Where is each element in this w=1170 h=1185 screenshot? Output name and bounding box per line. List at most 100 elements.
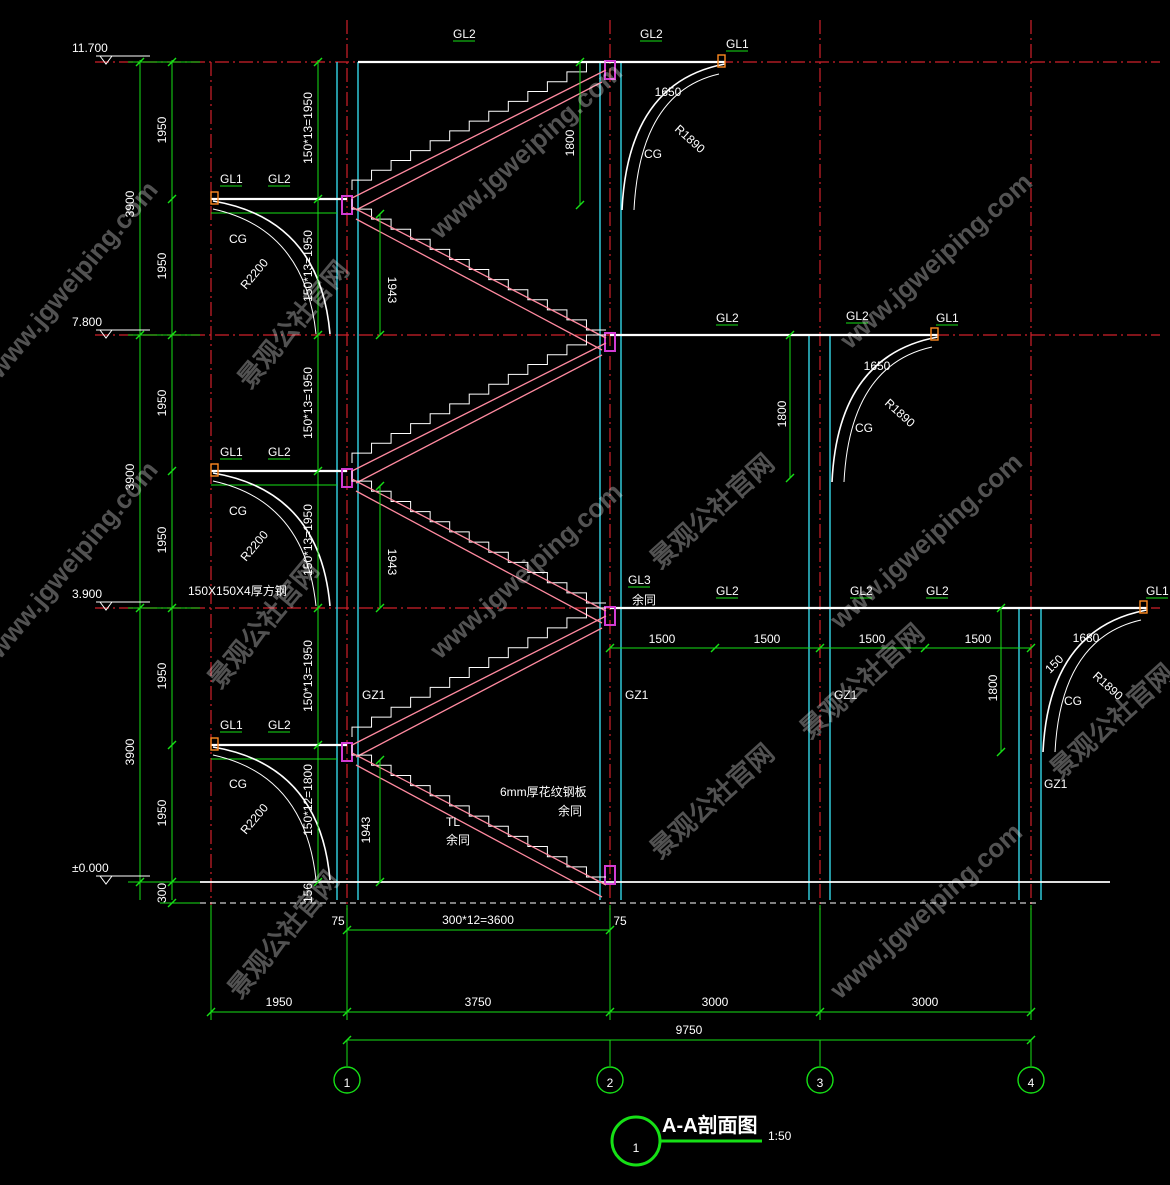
stringer-top (351, 478, 607, 612)
tube-note: 150X150X4厚方钢 (188, 583, 287, 598)
base-dim: 156 (301, 883, 315, 903)
canopy-arc-right (621, 63, 726, 211)
arc-dim: 1800 (986, 674, 1000, 701)
stair-steps (351, 61, 606, 190)
elevation-label: 7.800 (72, 315, 102, 329)
dim-tick (313, 877, 323, 887)
dim-tick (167, 194, 177, 204)
joint-plate (604, 865, 616, 885)
member-label-gl2: GL2 (926, 584, 949, 598)
stringer-bottom (355, 354, 603, 484)
grid-bubble (1017, 1066, 1045, 1094)
member-label-cg: CG (1064, 694, 1082, 708)
dim-tick (996, 603, 1006, 613)
canopy-arc-left-inner (212, 208, 317, 335)
arc-dim: 1680 (1073, 631, 1100, 645)
member-label-gl1: GL1 (220, 718, 243, 732)
story-height: 3900 (123, 190, 137, 217)
member-label-cg: CG (855, 421, 873, 435)
offset-dim: 75 (613, 914, 627, 928)
member-label-gl2: GL2 (268, 445, 291, 459)
stringer-top (351, 615, 607, 746)
dim-tick (313, 194, 323, 204)
dim-tick (313, 466, 323, 476)
member-label-gz1: GZ1 (1044, 777, 1068, 791)
grid-label-2: 2 (607, 1076, 614, 1090)
span-dim: 1950 (266, 995, 293, 1009)
member-label-gl1: GL1 (936, 311, 959, 325)
elev-triangle (99, 875, 113, 885)
watermark: 景观公社官网 (644, 738, 780, 865)
yutong-note: 余同 (558, 803, 582, 818)
riser-dim: 150*13=1950 (301, 230, 315, 302)
dim-tick (375, 330, 385, 340)
riser-dim: 150*12=1800 (301, 764, 315, 836)
member-label-gl2: GL2 (846, 309, 869, 323)
member-label-gl2: GL2 (268, 718, 291, 732)
beam-end-cap (717, 54, 726, 68)
member-label-gl1: GL1 (220, 445, 243, 459)
member-label-gl2: GL2 (716, 584, 739, 598)
arc-dim: 1943 (359, 816, 373, 843)
stringer-bottom (355, 764, 603, 898)
dim-tick (785, 473, 795, 483)
riser-dim: 150*13=1950 (301, 640, 315, 712)
half-flight-dim: 1950 (155, 662, 169, 689)
half-flight-dim: 1950 (155, 526, 169, 553)
bay-dim: 1500 (649, 632, 676, 646)
dim-tick (167, 740, 177, 750)
stringer-top (351, 752, 607, 886)
dim-tick (313, 603, 323, 613)
arc-dim: 1943 (385, 549, 399, 576)
bay-dim: 1500 (965, 632, 992, 646)
dim-tick (575, 57, 585, 67)
canopy-arc-left (212, 200, 331, 335)
canopy-arc-right-inner (1054, 619, 1142, 753)
dim-tick (815, 643, 825, 653)
stringer-bottom (355, 81, 603, 211)
grid-bubble (806, 1066, 834, 1094)
yutong-note: 余同 (446, 832, 470, 847)
dim-tick (375, 603, 385, 613)
half-flight-dim: 1950 (155, 799, 169, 826)
dim-tick (920, 643, 930, 653)
radius-label: R1890 (672, 122, 708, 156)
grid-label-3: 3 (817, 1076, 824, 1090)
dim-tick (313, 57, 323, 67)
dim-tick (575, 200, 585, 210)
tread-run-dim: 300*12=3600 (442, 913, 514, 927)
dimension-lines (96, 55, 1045, 1094)
span-dim: 3000 (912, 995, 939, 1009)
beam-end-cap (930, 327, 939, 341)
elevation-label: 3.900 (72, 587, 102, 601)
title-number: 1 (633, 1141, 640, 1155)
member-label-cg: CG (229, 232, 247, 246)
member-label-gl3: GL3 (628, 573, 651, 587)
canopy-arc-right-inner (843, 346, 933, 483)
member-label-gl2: GL2 (268, 172, 291, 186)
stair-steps (351, 334, 606, 463)
dim-tick (375, 209, 385, 219)
arc-dim: 1800 (775, 400, 789, 427)
dim-tick (996, 747, 1006, 757)
member-label-cg: CG (229, 777, 247, 791)
total-dim: 9750 (676, 1023, 703, 1037)
radius-label: R2200 (238, 528, 272, 564)
member-label-gl1: GL1 (1146, 584, 1169, 598)
dim-tick (1026, 643, 1036, 653)
watermark: www.jgweiping.com (423, 477, 628, 666)
offset-dim: 75 (331, 914, 345, 928)
member-label-cg: CG (229, 504, 247, 518)
member-label-gl2: GL2 (850, 584, 873, 598)
watermark: www.jgweiping.com (0, 175, 164, 385)
riser-dim: 150*13=1950 (301, 92, 315, 164)
dim-tick (375, 877, 385, 887)
stringer-top (351, 342, 607, 472)
radius-label: R2200 (238, 256, 272, 292)
member-label-gl1: GL1 (220, 172, 243, 186)
base-dim: 300 (155, 883, 169, 903)
story-height: 3900 (123, 738, 137, 765)
